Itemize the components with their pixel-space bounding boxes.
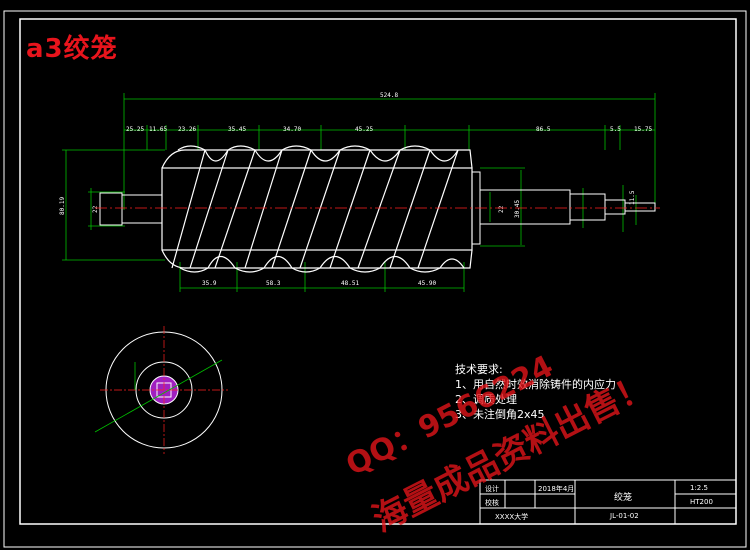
tb-drawing-no: JL-01-02	[610, 512, 639, 520]
tb-scale: 1:2.5	[690, 484, 708, 492]
dim-top-2: 11.65	[149, 126, 167, 133]
tech-item-1: 1、用自然时效消除铸件的内应力	[455, 378, 616, 391]
dim-overall: 524.8	[380, 92, 398, 99]
dim-top-4: 35.45	[228, 126, 246, 133]
dim-right-dia: 30.45	[514, 200, 521, 218]
technical-requirements: 技术要求: 1、用自然时效消除铸件的内应力 2、调质处理 3、未注倒角2x45	[455, 362, 616, 422]
dim-bottom-4: 45.90	[418, 280, 436, 287]
dim-top-8: 5.5	[610, 126, 621, 133]
tb-date: 2018年4月	[538, 485, 575, 493]
dim-shaft-left: 22	[92, 205, 99, 213]
tb-part-name: 绞笼	[614, 493, 633, 503]
dim-top-7: 86.5	[536, 126, 551, 133]
dimension-text-group: 524.8 25.25 11.65 23.26 35.45 34.70 45.2…	[59, 92, 652, 287]
overall-dimension	[62, 93, 656, 292]
drawing-title: a3绞笼	[26, 34, 118, 64]
left-shaft	[99, 192, 163, 226]
dim-bottom-2: 58.3	[266, 280, 281, 287]
screw-body	[161, 145, 473, 273]
dim-bottom-1: 35.9	[202, 280, 217, 287]
outer-frame	[3, 10, 747, 548]
tech-item-3: 3、未注倒角2x45	[455, 408, 545, 421]
tech-item-2: 2、调质处理	[455, 393, 517, 406]
tb-checker: 校核	[485, 499, 499, 507]
tb-school: XXXX大学	[495, 513, 529, 521]
dim-top-5: 34.70	[283, 126, 301, 133]
section-view	[94, 326, 228, 454]
dim-top-6: 45.25	[355, 126, 373, 133]
dim-top-9: 15.75	[634, 126, 652, 133]
title-block-lines	[479, 479, 737, 525]
dim-top-1: 25.25	[126, 126, 144, 133]
dim-top-3: 23.26	[178, 126, 196, 133]
dim-bottom-3: 48.51	[341, 280, 359, 287]
dim-right-small: 22	[498, 205, 505, 213]
inner-frame	[19, 18, 737, 525]
dim-right-tip: 11.5	[629, 190, 636, 205]
tb-material: HT200	[690, 498, 713, 506]
dim-left-dia: 80.19	[59, 197, 66, 215]
tech-heading: 技术要求:	[455, 363, 503, 376]
tb-designer: 设计	[485, 485, 499, 493]
